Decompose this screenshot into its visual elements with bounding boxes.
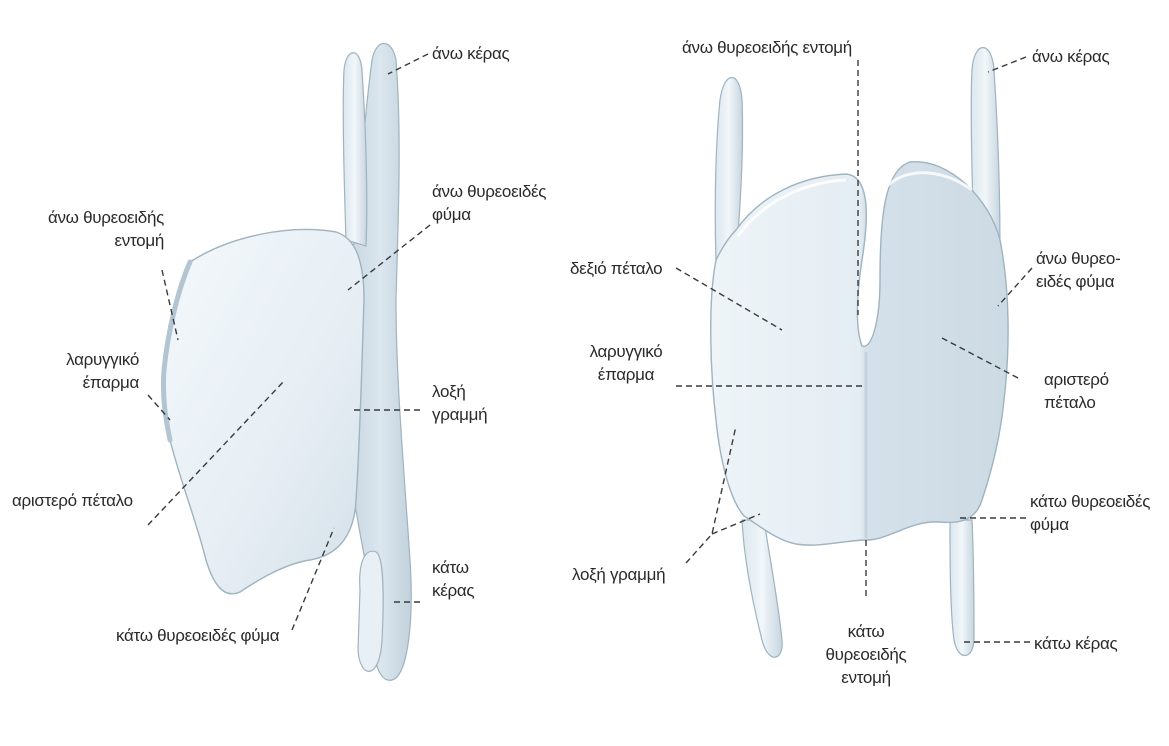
label-left-oblique-line: λοξή γραμμή [432, 380, 487, 426]
label-line: κάτω θυρεοειδές [1030, 490, 1150, 513]
label-line: κάτω [816, 620, 916, 643]
label-line: φύμα [432, 203, 546, 226]
label-line: κάτω [432, 556, 474, 579]
label-left-inferior-tubercle: κάτω θυρεοειδές φύμα [116, 624, 279, 647]
label-right-laryngeal-prominence: λαρυγγικό έπαρμα [578, 340, 674, 386]
label-left-lamina: αριστερό πέταλο [12, 489, 133, 512]
left-view-cartilage [163, 44, 411, 681]
label-line: ειδές φύμα [1036, 270, 1120, 293]
left-superior-horn-inner [343, 53, 367, 246]
label-right-inferior-notch: κάτω θυρεοειδής εντομή [816, 620, 916, 689]
label-left-laryngeal-prominence: λαρυγγικό έπαρμα [66, 348, 139, 394]
label-line: πέταλο [1044, 391, 1109, 414]
label-right-superior-tubercle: άνω θυρεο- ειδές φύμα [1036, 247, 1120, 293]
right-view-laminae [711, 162, 1008, 545]
label-right-lamina: δεξιό πέταλο [570, 257, 662, 280]
left-inferior-horn-inner [358, 551, 383, 671]
label-line: λαρυγγικό [578, 340, 674, 363]
label-line: γραμμή [432, 403, 487, 426]
right-view-inferior-horn-right [950, 520, 974, 656]
right-view-inferior-horn-left [742, 520, 782, 657]
label-left-superior-notch: άνω θυρεοειδής εντομή [48, 206, 164, 252]
label-line: κέρας [432, 579, 474, 602]
label-right-superior-notch: άνω θυρεοειδής εντομή [682, 36, 852, 59]
right-view-cartilage [711, 48, 1008, 658]
label-line: έπαρμα [578, 363, 674, 386]
left-lamina-shape [164, 230, 364, 594]
label-line: φύμα [1030, 513, 1150, 536]
label-line: θυρεοειδής [816, 643, 916, 666]
label-line: λαρυγγικό [66, 348, 139, 371]
label-line: λοξή [432, 380, 487, 403]
label-left-superior-tubercle: άνω θυρεοειδές φύμα [432, 180, 546, 226]
label-line: άνω θυρεοειδές [432, 180, 546, 203]
label-line: αριστερό [1044, 368, 1109, 391]
label-line: έπαρμα [66, 371, 139, 394]
label-line: εντομή [48, 229, 164, 252]
label-left-inferior-horn: κάτω κέρας [432, 556, 474, 602]
label-right-inferior-horn: κάτω κέρας [1034, 632, 1117, 655]
label-line: άνω θυρεο- [1036, 247, 1120, 270]
label-left-superior-horn: άνω κέρας [432, 42, 509, 65]
label-line: εντομή [816, 666, 916, 689]
label-right-superior-horn: άνω κέρας [1032, 45, 1109, 68]
label-right-inferior-tubercle: κάτω θυρεοειδές φύμα [1030, 490, 1150, 536]
label-line: άνω θυρεοειδής [48, 206, 164, 229]
label-right-left-lamina: αριστερό πέταλο [1044, 368, 1109, 414]
label-right-oblique-line: λοξή γραμμή [572, 563, 665, 586]
